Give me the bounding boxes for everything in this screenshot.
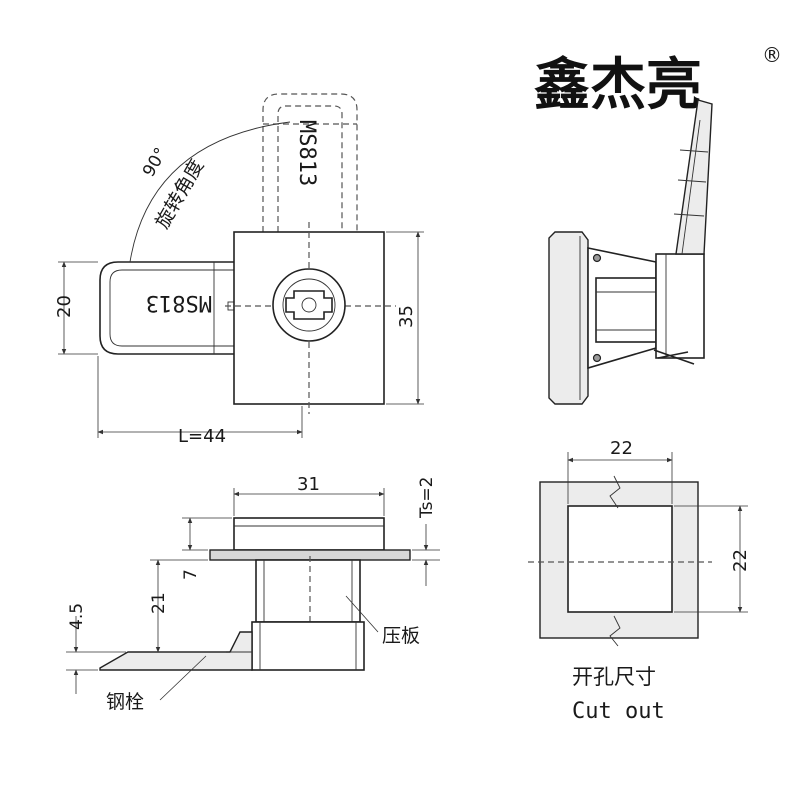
angle-value: 90° [139,144,171,180]
cutout-title-en: Cut out [572,699,665,724]
label-plate: 压板 [382,625,420,647]
knob-cap [233,517,385,551]
brand-name: 鑫杰亮 [534,52,702,118]
rotation-arc [129,121,291,263]
dim-body-height: 35 [396,305,417,328]
dim-plate-thickness: Ts=2 [417,477,437,520]
steel-bolt [99,631,253,671]
cam-text-rotated: MS813 [294,120,319,186]
face-plate [548,231,589,405]
cutout-dim-height: 22 [730,549,751,572]
cam-arm [675,99,713,255]
keyhole [285,290,333,320]
dim-length: L=44 [178,426,226,447]
rear-bracket [655,253,705,359]
horizontal-cam [99,261,235,355]
bolt-leader [159,655,207,701]
plate-leader [345,595,379,633]
dim-knob-width: 31 [297,474,320,495]
housing-core [595,277,657,343]
side-view [548,99,713,405]
barrel [255,559,361,623]
dim-4-5: 4.5 [67,603,87,630]
registered-mark: ® [762,43,782,67]
key-center [301,297,317,313]
cutout-dim-width: 22 [610,438,633,459]
clamp-plate [251,621,365,671]
cam-text-horizontal: MS813 [146,290,212,315]
dim-21: 21 [149,592,169,614]
cutout-title-cn: 开孔尺寸 [572,665,656,689]
cutout-hole [567,505,673,613]
dim-cam-height: 20 [54,295,75,318]
cutout-view: 22 22 开孔尺寸 Cut out [528,438,751,724]
break-mark-top [609,475,621,509]
bottom-view: 31 Ts=2 7 21 4.5 压板 钢栓 [66,474,440,713]
key-cylinder-inner [282,278,336,332]
label-bolt: 钢栓 [106,691,144,713]
break-mark-bottom [609,615,621,647]
dim-7: 7 [181,569,201,580]
front-view: MS813 MS813 90° 旋转角度 20 35 [54,93,424,447]
